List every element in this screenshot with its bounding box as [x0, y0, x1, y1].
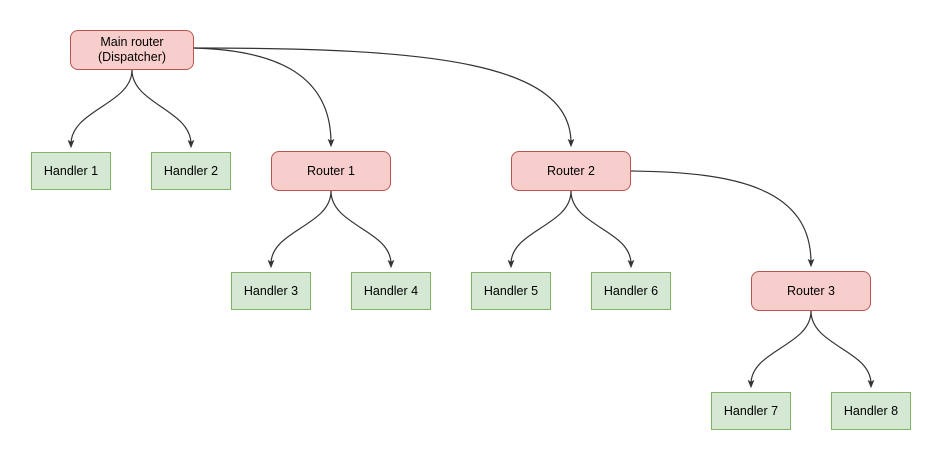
node-handler-6[interactable]: Handler 6	[591, 272, 671, 310]
node-label-handler-5: Handler 5	[483, 283, 539, 298]
diagram-edge	[131, 69, 195, 149]
diagram-edge	[810, 310, 875, 389]
node-handler-1[interactable]: Handler 1	[31, 152, 111, 190]
node-handler-3[interactable]: Handler 3	[231, 272, 311, 310]
node-handler-7[interactable]: Handler 7	[711, 392, 791, 430]
node-handler-4[interactable]: Handler 4	[351, 272, 431, 310]
node-label-router-1: Router 1	[307, 163, 355, 178]
diagram-edge	[67, 69, 133, 149]
node-router-2[interactable]: Router 2	[511, 151, 631, 191]
node-label-handler-4: Handler 4	[363, 283, 419, 298]
node-label-router-2: Router 2	[547, 163, 595, 178]
node-router-1[interactable]: Router 1	[271, 151, 391, 191]
node-router-3[interactable]: Router 3	[751, 271, 871, 311]
diagram-edge	[507, 190, 572, 269]
node-label-handler-6: Handler 6	[603, 283, 659, 298]
node-label-handler-1: Handler 1	[43, 163, 99, 178]
node-label-handler-8: Handler 8	[843, 403, 899, 418]
node-label-handler-7: Handler 7	[723, 403, 779, 418]
node-label-handler-3: Handler 3	[243, 283, 299, 298]
diagram-edge	[747, 310, 812, 389]
node-handler-5[interactable]: Handler 5	[471, 272, 551, 310]
diagram-edge	[267, 190, 332, 269]
diagram-edge	[570, 190, 635, 269]
node-label-main-router: Main router (Dispatcher)	[97, 35, 167, 64]
node-label-handler-2: Handler 2	[163, 163, 219, 178]
diagram-edge	[330, 190, 395, 269]
node-label-router-3: Router 3	[787, 283, 835, 298]
node-main-router[interactable]: Main router (Dispatcher)	[70, 30, 194, 70]
node-handler-2[interactable]: Handler 2	[151, 152, 231, 190]
node-handler-8[interactable]: Handler 8	[831, 392, 911, 430]
diagram-edge	[193, 47, 335, 148]
diagram-edge	[193, 47, 575, 148]
diagram-edge	[630, 170, 815, 268]
edges-group	[67, 47, 875, 389]
